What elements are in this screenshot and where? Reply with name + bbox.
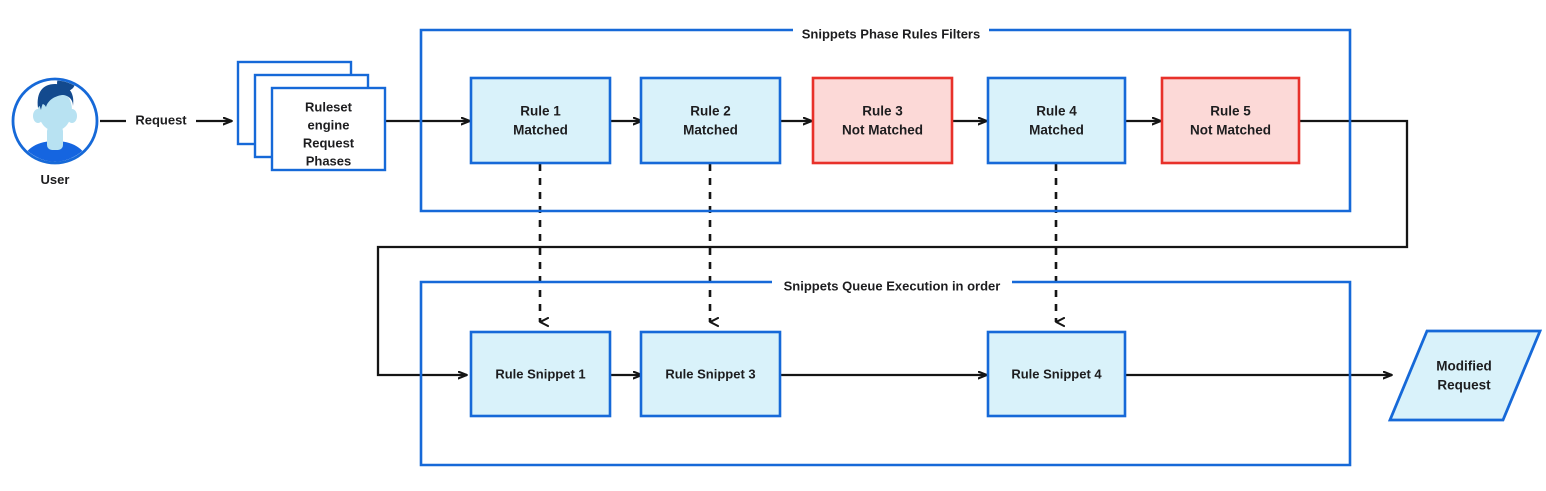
ruleset-engine-node[interactable]: Ruleset engine Request Phases: [236, 60, 387, 172]
group-phase-rules-filters: Snippets Phase Rules Filters: [419, 26, 1352, 213]
modified-request-node[interactable]: Modified Request: [1387, 329, 1543, 422]
request-edge-label: Request: [135, 112, 187, 127]
modified-request-parallelogram: [1387, 329, 1543, 422]
ruleset-line-1: engine: [308, 117, 350, 132]
snippet-box-4: [986, 330, 1127, 418]
rule-status-1: Matched: [513, 123, 568, 138]
rule-node-4[interactable]: Rule 4 Matched: [986, 76, 1127, 165]
rule-box-4: [986, 76, 1127, 165]
rule-title-2: Rule 2: [690, 104, 731, 119]
rule-node-5[interactable]: Rule 5 Not Matched: [1160, 76, 1301, 165]
snippet-label-1: Rule Snippet 1: [495, 366, 585, 381]
user-label: User: [41, 172, 70, 187]
group-queue-execution: Snippets Queue Execution in order: [419, 278, 1352, 467]
snippet-label-4: Rule Snippet 4: [1011, 366, 1102, 381]
rule-box-1: [469, 76, 612, 165]
rule-node-2[interactable]: Rule 2 Matched: [639, 76, 782, 165]
group-phase-title: Snippets Phase Rules Filters: [802, 26, 980, 41]
user-actor[interactable]: User: [11, 75, 99, 187]
edge-phase-to-queue-wrap: [376, 119, 1409, 375]
rule-status-2: Matched: [683, 123, 738, 138]
modified-request-line-0: Modified: [1436, 359, 1492, 374]
rule-node-3[interactable]: Rule 3 Not Matched: [811, 76, 954, 165]
rule-title-5: Rule 5: [1210, 104, 1251, 119]
stacked-cards-icon-front: [270, 86, 387, 172]
rule-status-4: Matched: [1029, 123, 1084, 138]
rule-title-1: Rule 1: [520, 104, 561, 119]
rule-status-5: Not Matched: [1190, 123, 1271, 138]
snippet-label-3: Rule Snippet 3: [665, 366, 755, 381]
snippet-node-1[interactable]: Rule Snippet 1: [469, 330, 612, 418]
group-queue-title: Snippets Queue Execution in order: [784, 278, 1001, 293]
ruleset-line-3: Phases: [306, 153, 352, 168]
rule-status-3: Not Matched: [842, 123, 923, 138]
rule-title-3: Rule 3: [862, 104, 903, 119]
rule-title-4: Rule 4: [1036, 104, 1077, 119]
snippet-node-3[interactable]: Rule Snippet 3: [639, 330, 782, 418]
rule-node-1[interactable]: Rule 1 Matched: [469, 76, 612, 165]
modified-request-line-1: Request: [1437, 378, 1491, 393]
snippet-box-1: [469, 330, 612, 418]
snippet-node-4[interactable]: Rule Snippet 4: [986, 330, 1127, 418]
ruleset-line-2: Request: [303, 135, 355, 150]
rule-box-2: [639, 76, 782, 165]
rule-box-5: [1160, 76, 1301, 165]
snippet-box-3: [639, 330, 782, 418]
rule-box-3: [811, 76, 954, 165]
ruleset-line-0: Ruleset: [305, 99, 353, 114]
